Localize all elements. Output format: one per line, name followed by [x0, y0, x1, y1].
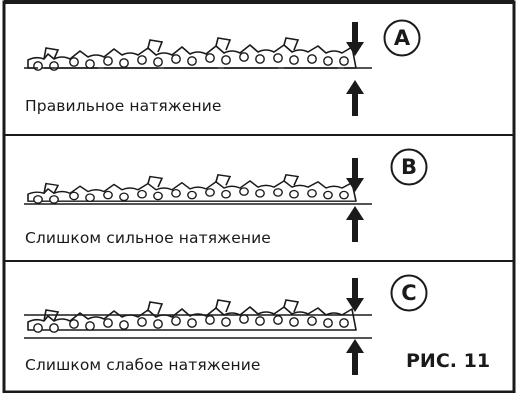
panel-a-caption: Правильное натяжение	[25, 97, 222, 115]
panel-c-arrow-down	[346, 278, 364, 312]
panel-a-arrow-up	[346, 80, 364, 116]
panel-a-chain	[27, 37, 357, 71]
panel-a-key: A	[393, 26, 411, 50]
panel-b-key: B	[400, 155, 417, 179]
panel-c-arrow-up	[346, 339, 364, 375]
panel-c-key: C	[401, 281, 417, 305]
panel-c-chain	[27, 299, 357, 334]
panel-a-badge	[383, 19, 421, 57]
panel-b-caption: Слишком сильное натяжение	[25, 229, 271, 247]
panel-b-chain	[27, 174, 357, 204]
panel-c-badge	[390, 274, 428, 312]
panel-b-arrow-up	[346, 206, 364, 242]
panel-c-caption: Слишком слабое натяжение	[25, 356, 261, 374]
panel-b-badge	[390, 148, 428, 186]
figure-label: РИС. 11	[406, 350, 491, 372]
